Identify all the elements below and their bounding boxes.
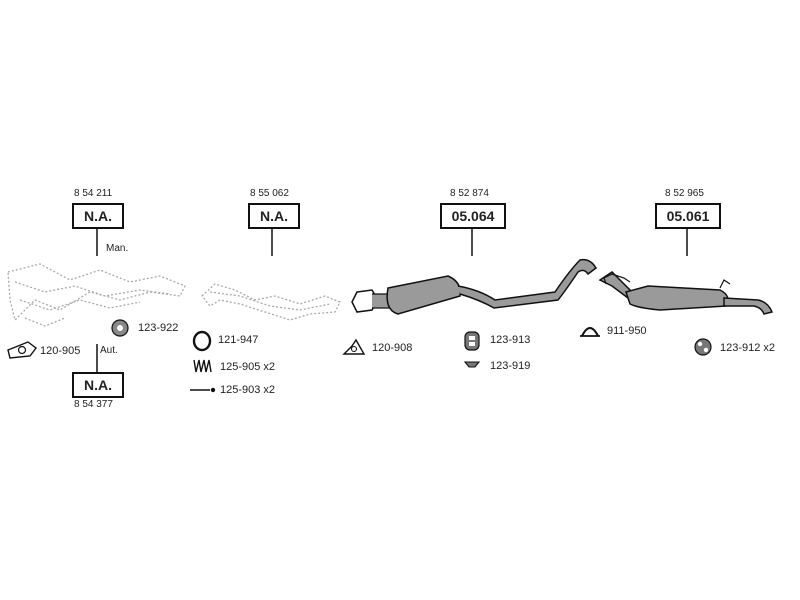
code-box[interactable]: N.A.: [72, 372, 124, 398]
front-pipe-ghost: [201, 283, 341, 321]
part-number[interactable]: 123-913: [490, 334, 531, 346]
part-number[interactable]: 123-922: [138, 322, 179, 334]
clamp-icon-911-950: [580, 327, 600, 337]
part-number[interactable]: 125-905 x2: [220, 361, 276, 373]
part-number[interactable]: 121-947: [218, 334, 259, 346]
ref-number: 8 55 062: [250, 188, 289, 199]
code-box[interactable]: N.A.: [248, 203, 300, 229]
part-number[interactable]: 125-903 x2: [220, 384, 276, 396]
spring-icon-125-905: [193, 359, 212, 373]
gasket-icon-120-908: [342, 338, 366, 355]
middle-silencer: [351, 258, 597, 315]
code-box[interactable]: 05.064: [440, 203, 506, 229]
transmission-label: Man.: [106, 243, 129, 254]
rear-silencer: [598, 271, 774, 315]
ref-number: 8 54 211: [74, 188, 113, 199]
ref-number: 8 54 377: [74, 399, 113, 410]
ref-number: 8 52 874: [450, 188, 489, 199]
part-number[interactable]: 120-908: [372, 342, 413, 354]
manifold-ghost: [7, 263, 186, 327]
rubber-ring-icon-123-922: [111, 319, 129, 337]
ref-number: 8 52 965: [665, 188, 704, 199]
code-box[interactable]: N.A.: [72, 203, 124, 229]
rubber-mount-icon-123-912: [694, 338, 712, 356]
part-number[interactable]: 123-919: [490, 360, 531, 372]
ring-icon-121-947: [192, 330, 212, 352]
clip-icon-123-919: [463, 361, 481, 368]
gasket-icon-120-905: [7, 341, 37, 359]
transmission-label: Aut.: [100, 345, 118, 356]
part-number[interactable]: 911-950: [607, 325, 647, 337]
bolt-icon-125-903: [190, 387, 216, 393]
part-number[interactable]: 120-905: [40, 345, 81, 357]
rubber-hanger-icon-123-913: [464, 331, 480, 351]
code-box[interactable]: 05.061: [655, 203, 721, 229]
part-number[interactable]: 123-912 x2: [720, 342, 776, 354]
